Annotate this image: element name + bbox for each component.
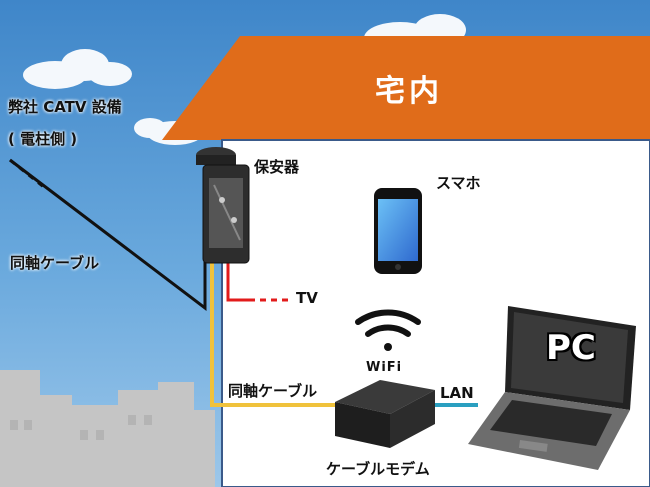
coax-outside-label: 同軸ケーブル [10,254,100,272]
cable-modem-device [335,380,435,448]
pole-label: 弊社 CATV 設備 [8,98,122,116]
coax-inside-label: 同軸ケーブル [228,382,318,400]
coax-cable [210,250,340,407]
tv-label: TV [296,289,318,307]
pole-sublabel: ( 電柱側 ) [8,130,78,148]
wifi-icon [355,309,421,351]
modem-label: ケーブルモデム [326,460,430,478]
cloud-left [23,49,132,89]
smartphone-device [374,188,422,274]
pc-label: PC [546,328,596,368]
wifi-label: WiFi [366,360,403,375]
laptop-device [468,306,636,470]
protector-device [196,147,250,264]
protector-label: 保安器 [254,158,300,176]
house-roof [162,36,650,140]
lan-label: LAN [440,384,474,402]
house-title: 宅内 [375,74,443,109]
city-skyline [0,370,215,487]
smartphone-label: スマホ [436,174,481,192]
